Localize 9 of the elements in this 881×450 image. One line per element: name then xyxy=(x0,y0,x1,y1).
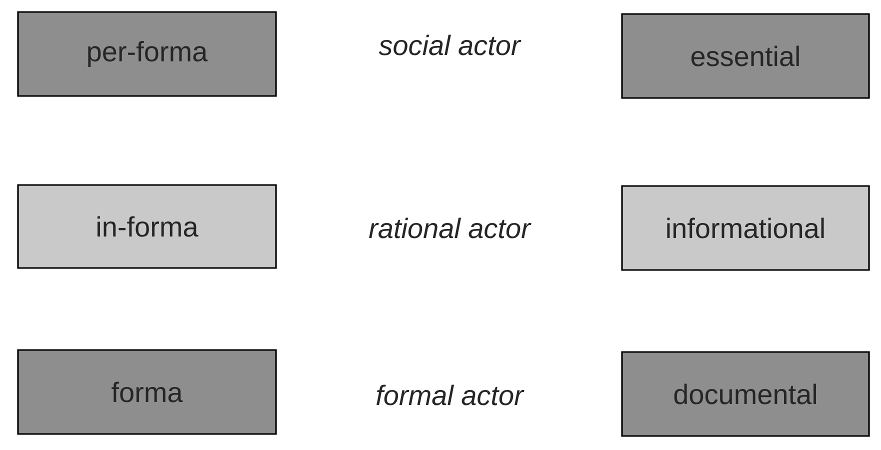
actor-label: formal actor xyxy=(376,384,524,406)
term-box: essential xyxy=(621,13,870,99)
actor-label: rational actor xyxy=(369,218,532,238)
term-box: informational xyxy=(621,185,870,271)
term-box: in-forma xyxy=(17,184,277,269)
term-box: per-forma xyxy=(17,11,277,97)
term-box: documental xyxy=(621,351,870,437)
actor-label: social actor xyxy=(378,34,522,56)
term-box: forma xyxy=(17,349,277,435)
